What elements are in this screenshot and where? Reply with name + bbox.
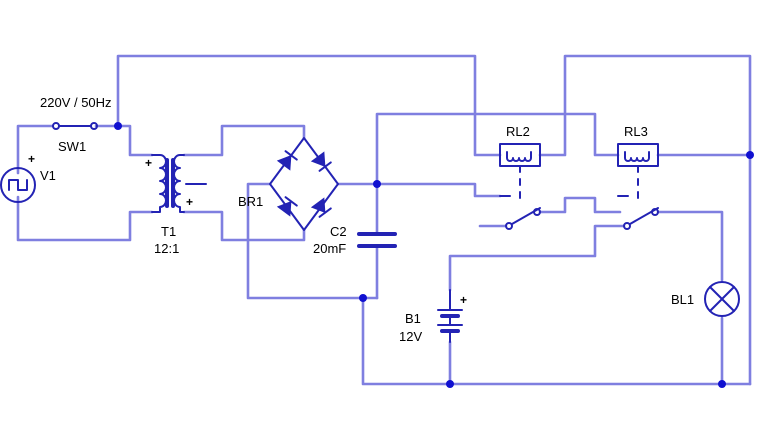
label-t1: T1 bbox=[161, 224, 176, 239]
relay-rl2: RL2 bbox=[499, 124, 541, 230]
polarity-mark: + bbox=[186, 195, 193, 209]
relay-rl3: RL3 bbox=[617, 124, 659, 230]
ac-source-v1: + V1 bbox=[0, 152, 56, 203]
wire-rl3-common bbox=[448, 224, 626, 292]
capacitor-c2: C2 20mF bbox=[313, 224, 397, 256]
label-c2: C2 bbox=[330, 224, 347, 239]
wire-secondary-top bbox=[182, 124, 306, 157]
wire-switch-out bbox=[94, 124, 154, 157]
junction-nodes bbox=[114, 122, 754, 388]
label-br1: BR1 bbox=[238, 194, 263, 209]
polarity-mark: + bbox=[145, 156, 152, 170]
polarity-mark: + bbox=[28, 152, 35, 166]
wire-rl2-no bbox=[538, 196, 622, 214]
label-rl2: RL2 bbox=[506, 124, 530, 139]
label-source-rating: 220V / 50Hz bbox=[40, 95, 112, 110]
wire-top-right bbox=[538, 54, 752, 386]
wire-lamp-top bbox=[656, 210, 724, 282]
diode-icon bbox=[276, 196, 298, 217]
junction-node bbox=[114, 122, 122, 130]
lamp-bl1: BL1 bbox=[671, 281, 740, 317]
switch-sw1[interactable]: 220V / 50Hz SW1 bbox=[40, 95, 112, 154]
label-bl1: BL1 bbox=[671, 292, 694, 307]
transformer-t1: + + T1 12:1 bbox=[145, 154, 207, 256]
polarity-mark: + bbox=[460, 293, 467, 307]
junction-node bbox=[373, 180, 381, 188]
wire-bridge-plus bbox=[336, 182, 502, 198]
battery-b1: + B1 12V bbox=[399, 289, 467, 344]
wire-bridge-minus bbox=[246, 182, 379, 300]
label-rl3: RL3 bbox=[624, 124, 648, 139]
label-c2-value: 20mF bbox=[313, 241, 346, 256]
diode-icon bbox=[310, 197, 332, 218]
diode-icon bbox=[310, 151, 332, 172]
junction-node bbox=[446, 380, 454, 388]
diode-icon bbox=[276, 150, 298, 171]
label-v1: V1 bbox=[40, 168, 56, 183]
wire-positive-rail bbox=[375, 112, 620, 186]
bridge-rectifier-br1: BR1 bbox=[238, 137, 339, 231]
wires bbox=[16, 54, 752, 386]
wire-primary-bottom bbox=[16, 195, 154, 242]
label-t1-ratio: 12:1 bbox=[154, 241, 179, 256]
wire-secondary-bottom bbox=[182, 210, 306, 242]
wire-top-left bbox=[116, 54, 502, 157]
junction-node bbox=[359, 294, 367, 302]
label-b1-voltage: 12V bbox=[399, 329, 422, 344]
junction-node bbox=[746, 151, 754, 159]
label-sw1: SW1 bbox=[58, 139, 86, 154]
label-b1: B1 bbox=[405, 311, 421, 326]
junction-node bbox=[718, 380, 726, 388]
wire-ground-bus bbox=[361, 296, 752, 386]
wire-primary-top bbox=[16, 124, 54, 175]
